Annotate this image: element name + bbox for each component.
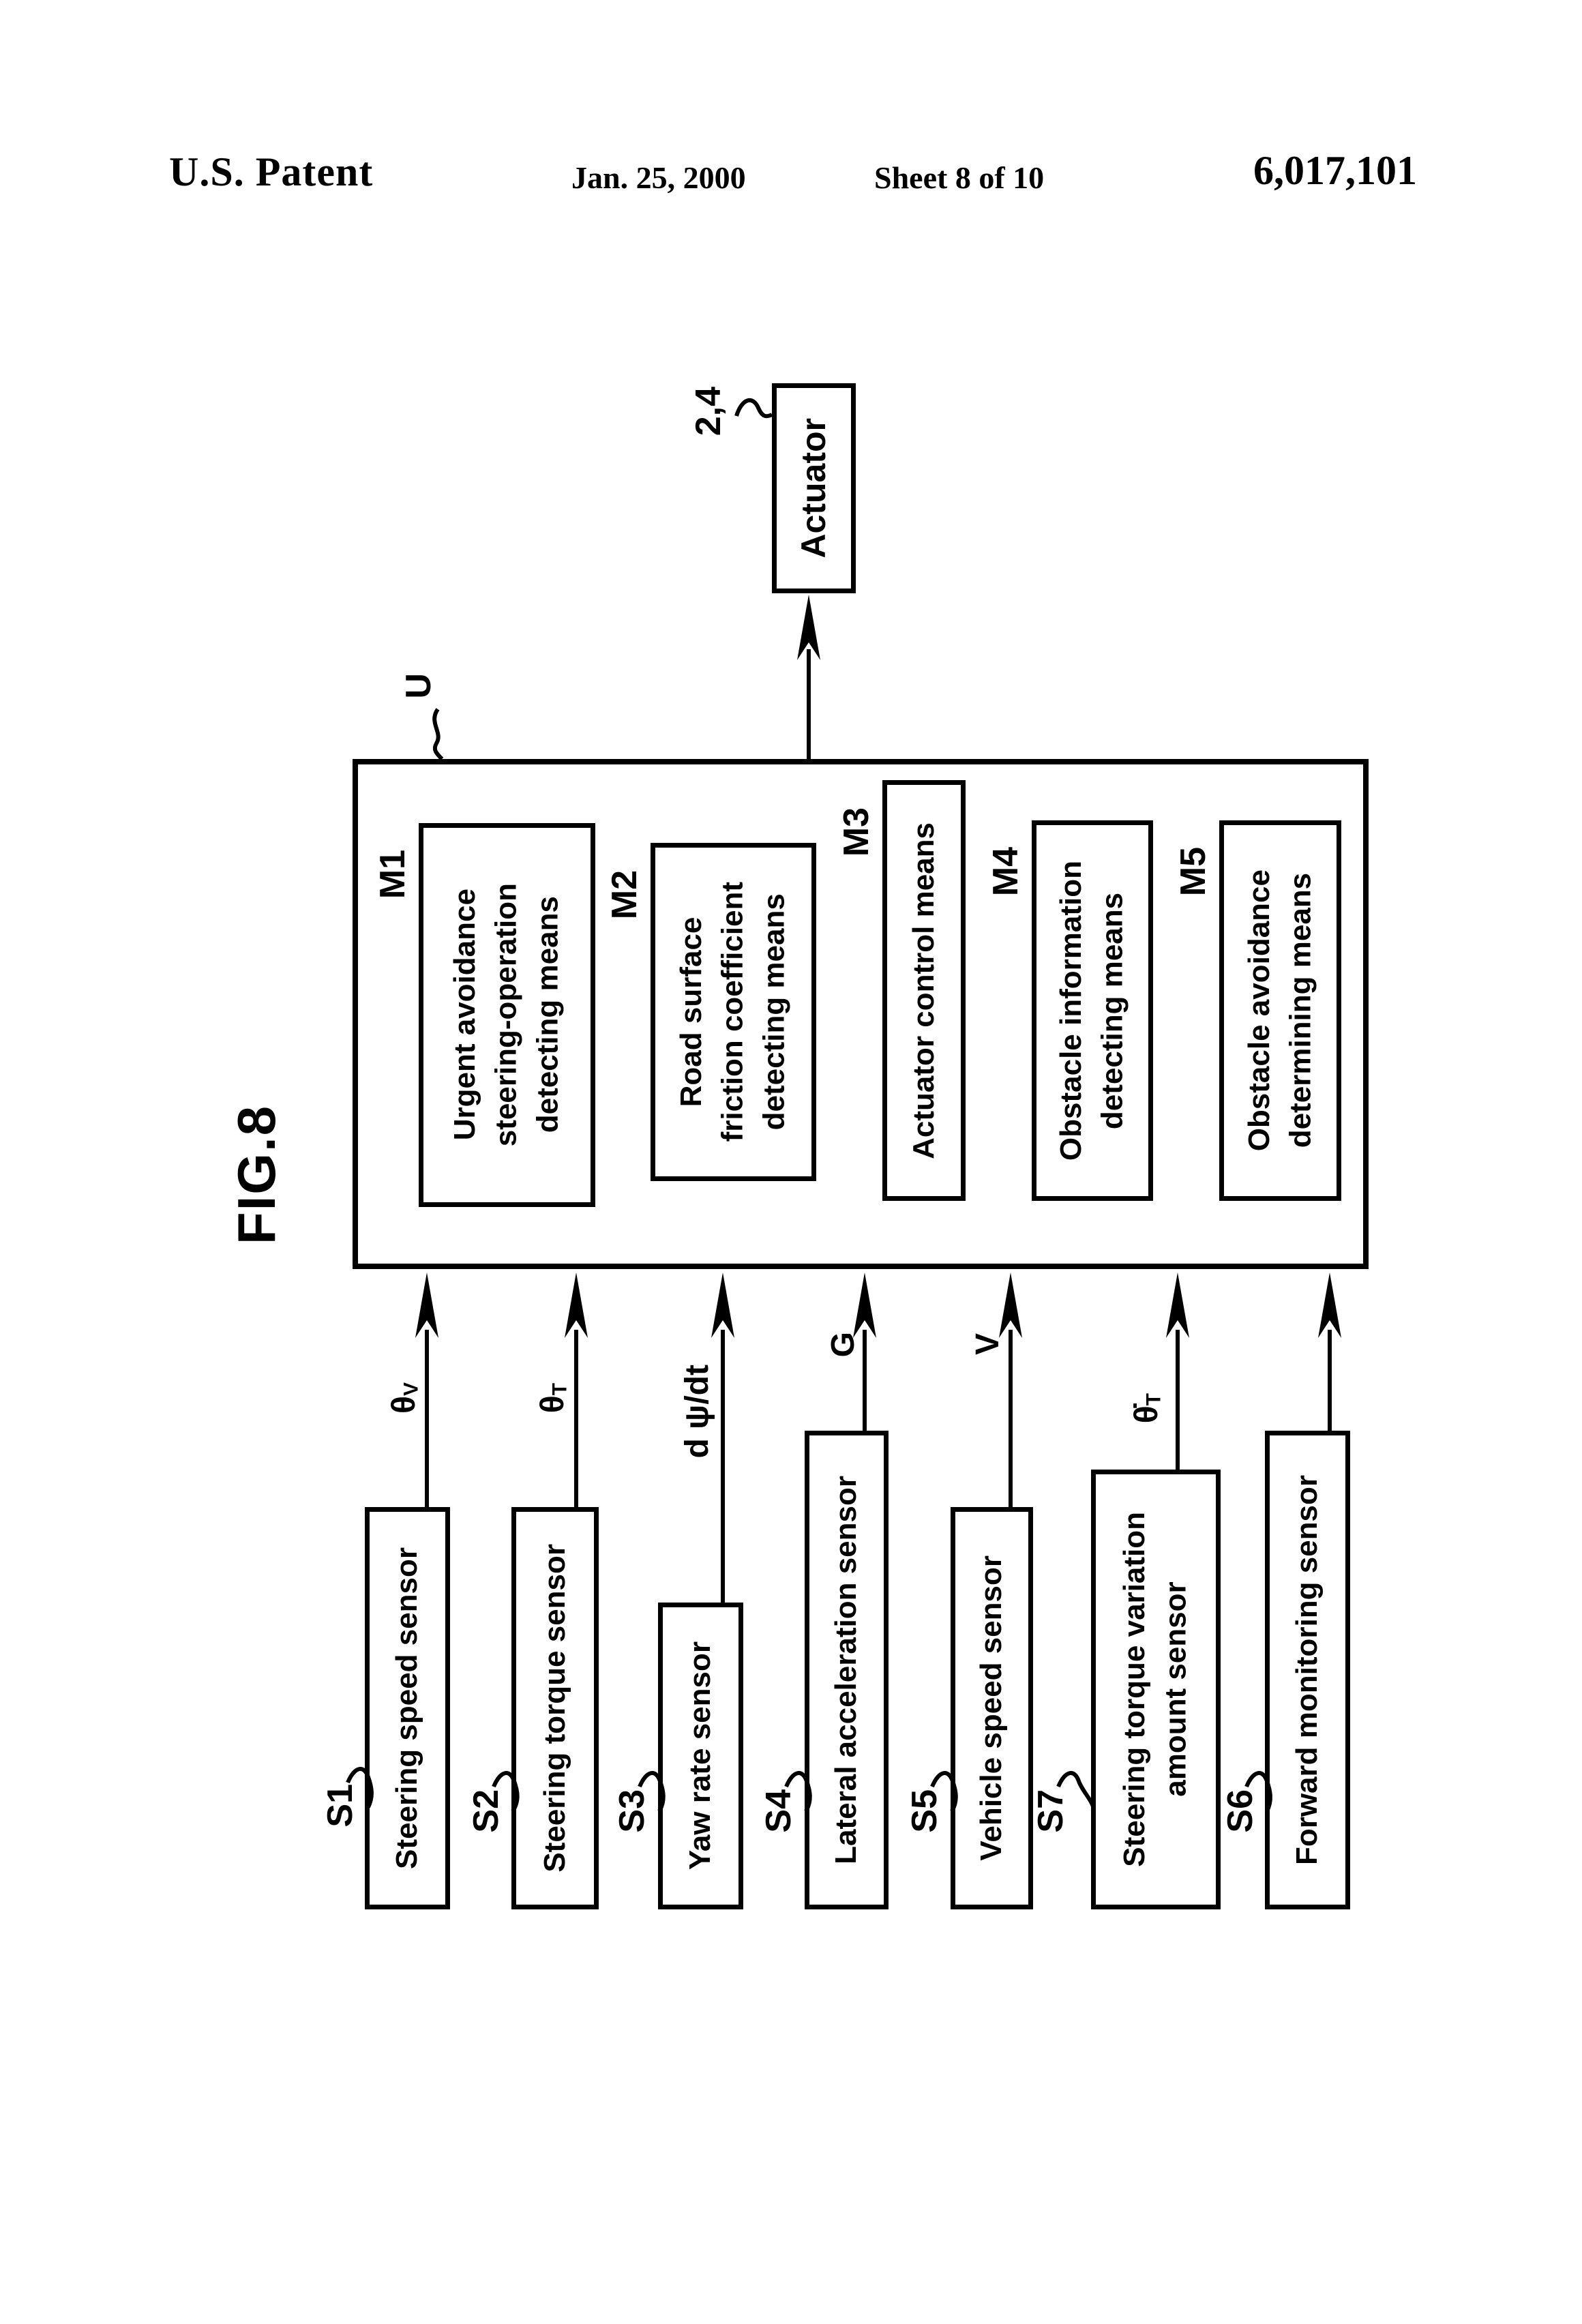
sensor-ref-s1: S1 bbox=[320, 1783, 360, 1828]
module-text: Urgent avoidance steering-operation dete… bbox=[448, 883, 565, 1147]
actuator-ref-label: 2,4 bbox=[689, 386, 728, 436]
sensor-text: Forward monitoring sensor bbox=[1290, 1474, 1324, 1866]
signal-label-theta-dot-t: θ̇T bbox=[1129, 1392, 1165, 1424]
signal-arrow bbox=[1318, 1272, 1341, 1432]
sensor-box-s1: Steering speed sensor bbox=[365, 1507, 450, 1909]
module-text: Obstacle information detecting means bbox=[1054, 860, 1129, 1161]
sensor-box-s7: Steering torque variation amount sensor bbox=[1091, 1470, 1221, 1909]
leader-squiggle-u bbox=[432, 708, 444, 760]
figure-title: FIG.8 bbox=[226, 1105, 286, 1245]
control-unit-ref-label: U bbox=[399, 673, 438, 699]
module-ref-m3: M3 bbox=[837, 807, 876, 857]
control-unit-box bbox=[353, 759, 1369, 1269]
sensor-text: Yaw rate sensor bbox=[683, 1641, 717, 1871]
module-box-m3: Actuator control means bbox=[882, 780, 966, 1201]
sensor-ref-s6: S6 bbox=[1221, 1789, 1260, 1833]
sensor-text: Steering torque sensor bbox=[537, 1544, 571, 1873]
sensor-ref-s3: S3 bbox=[612, 1789, 652, 1833]
module-box-m4: Obstacle information detecting means bbox=[1032, 820, 1153, 1201]
module-ref-m4: M4 bbox=[986, 846, 1026, 897]
module-box-m5: Obstacle avoidance determining means bbox=[1219, 820, 1341, 1201]
module-box-m2: Road surface friction coefficient detect… bbox=[651, 843, 816, 1181]
leader-squiggle-24 bbox=[734, 398, 773, 419]
signal-label-theta-v: θV bbox=[386, 1382, 423, 1414]
sensor-text: Steering torque variation amount sensor bbox=[1118, 1512, 1193, 1867]
header-sheet-number: Sheet 8 of 10 bbox=[874, 160, 1045, 195]
header-date: Jan. 25, 2000 bbox=[571, 160, 746, 195]
actuator-box: Actuator bbox=[772, 383, 856, 593]
sensor-box-s6: Forward monitoring sensor bbox=[1265, 1431, 1350, 1909]
signal-label-yaw-rate: d ψ/dt bbox=[679, 1365, 716, 1459]
sensor-box-s3: Yaw rate sensor bbox=[658, 1603, 743, 1909]
module-ref-m2: M2 bbox=[605, 869, 644, 920]
header-patent-number: 6,017,101 bbox=[1253, 148, 1417, 193]
header-publication: U.S. Patent bbox=[169, 149, 374, 194]
module-text: Actuator control means bbox=[906, 822, 940, 1159]
actuator-box-label: Actuator bbox=[794, 418, 833, 558]
signal-label-v: V bbox=[970, 1333, 1006, 1356]
sensor-box-s5: Vehicle speed sensor bbox=[951, 1507, 1033, 1909]
sensor-ref-s4: S4 bbox=[759, 1789, 799, 1833]
signal-label-g: G bbox=[825, 1332, 862, 1358]
sensor-box-s2: Steering torque sensor bbox=[511, 1507, 599, 1909]
signal-label-theta-t: θT bbox=[535, 1382, 571, 1414]
sensor-text: Lateral acceleration sensor bbox=[829, 1476, 863, 1864]
sensor-ref-s2: S2 bbox=[466, 1789, 506, 1833]
arrow-control-to-actuator bbox=[797, 595, 820, 760]
module-ref-m1: M1 bbox=[373, 849, 413, 899]
module-ref-m5: M5 bbox=[1174, 846, 1213, 897]
sensor-ref-s5: S5 bbox=[905, 1789, 944, 1833]
sensor-text: Steering speed sensor bbox=[390, 1547, 424, 1869]
signal-label-forward bbox=[1279, 1350, 1319, 1412]
sensor-box-s4: Lateral acceleration sensor bbox=[805, 1431, 889, 1909]
signal-arrow bbox=[999, 1272, 1022, 1508]
module-box-m1: Urgent avoidance steering-operation dete… bbox=[419, 823, 595, 1207]
sensor-text: Vehicle speed sensor bbox=[974, 1555, 1009, 1861]
module-text: Road surface friction coefficient detect… bbox=[674, 882, 791, 1142]
sensor-ref-s7: S7 bbox=[1031, 1789, 1071, 1833]
module-text: Obstacle avoidance determining means bbox=[1242, 869, 1317, 1152]
